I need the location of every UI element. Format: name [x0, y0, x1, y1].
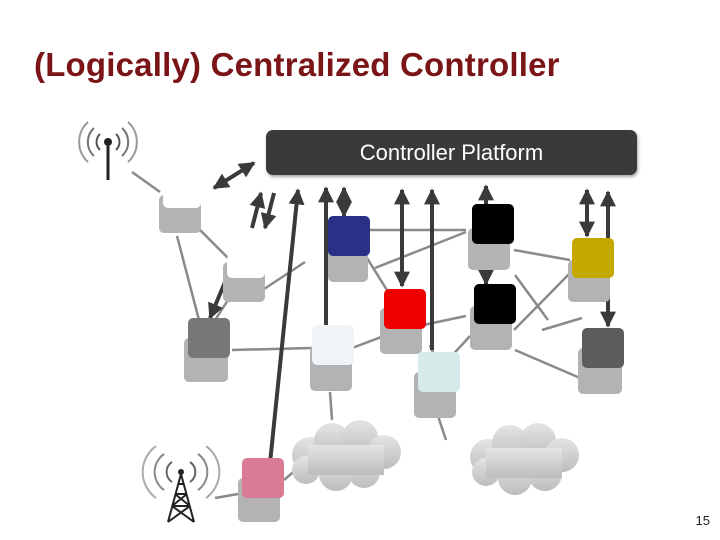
network-link: [328, 391, 334, 421]
switch: [310, 325, 354, 391]
network-link: [175, 235, 201, 321]
wireless-access-point-icon: [78, 121, 138, 180]
control-arrow: [268, 188, 305, 464]
cloud-icon: [470, 423, 579, 495]
network-link: [231, 346, 313, 352]
network-link: [514, 348, 581, 380]
switches: [159, 188, 624, 522]
network-link: [214, 492, 239, 500]
switch: [223, 254, 265, 302]
control-arrow: [260, 192, 277, 230]
switch: [238, 458, 284, 522]
switch: [470, 284, 516, 350]
switch: [414, 352, 460, 418]
network-link: [199, 229, 233, 263]
controller-platform-box: Controller Platform: [266, 130, 637, 175]
switch: [159, 188, 201, 233]
switch: [328, 216, 370, 282]
network-link: [513, 274, 550, 321]
controller-platform-label: Controller Platform: [359, 139, 544, 165]
network-link: [374, 230, 467, 270]
switch: [468, 204, 514, 270]
switch: [184, 318, 230, 382]
control-arrow: [249, 191, 266, 229]
cloud-icon: [292, 420, 401, 491]
network-link: [131, 170, 161, 194]
switch: [568, 238, 614, 302]
control-arrow: [212, 161, 256, 190]
switch: [380, 289, 426, 354]
network-link: [351, 334, 385, 350]
switch: [578, 328, 624, 394]
network-link: [513, 267, 576, 331]
cell-tower-icon: [141, 445, 221, 523]
page-number: 15: [695, 513, 710, 528]
network-link: [513, 248, 571, 262]
network-link: [541, 316, 583, 332]
slide-title: (Logically) Centralized Controller: [34, 46, 560, 83]
